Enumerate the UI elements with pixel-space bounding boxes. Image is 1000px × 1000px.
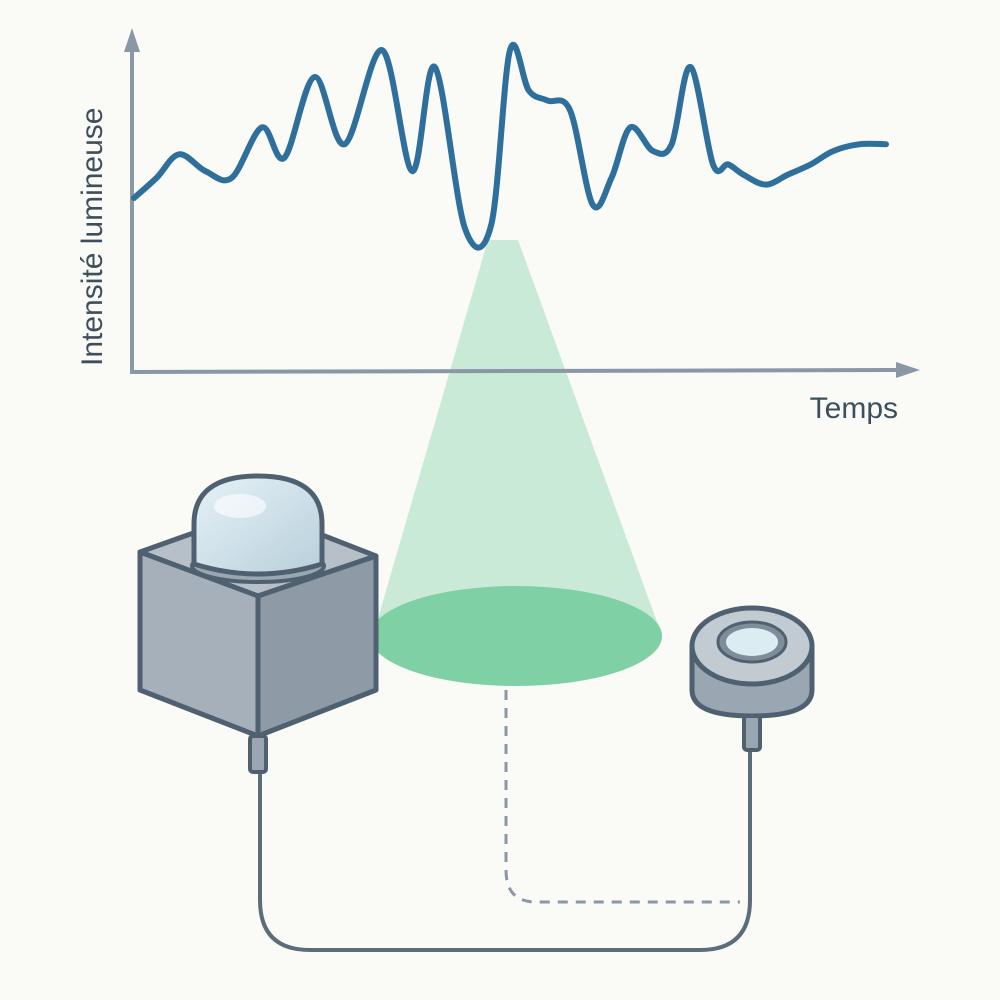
cables xyxy=(258,690,752,952)
light-source-icon xyxy=(137,473,379,774)
y-axis-label: Intensité lumineuse xyxy=(76,108,109,367)
cable-dashed xyxy=(504,690,740,904)
cable-solid xyxy=(258,748,752,952)
chart-axes xyxy=(124,28,920,378)
series-line-intensity xyxy=(131,41,889,251)
x-axis-label: Temps xyxy=(810,392,898,425)
light-beam xyxy=(370,240,662,686)
light-sensor-icon xyxy=(689,605,815,752)
x-axis-arrow xyxy=(896,362,920,378)
x-axis xyxy=(129,368,903,374)
y-axis-arrow xyxy=(124,28,140,52)
